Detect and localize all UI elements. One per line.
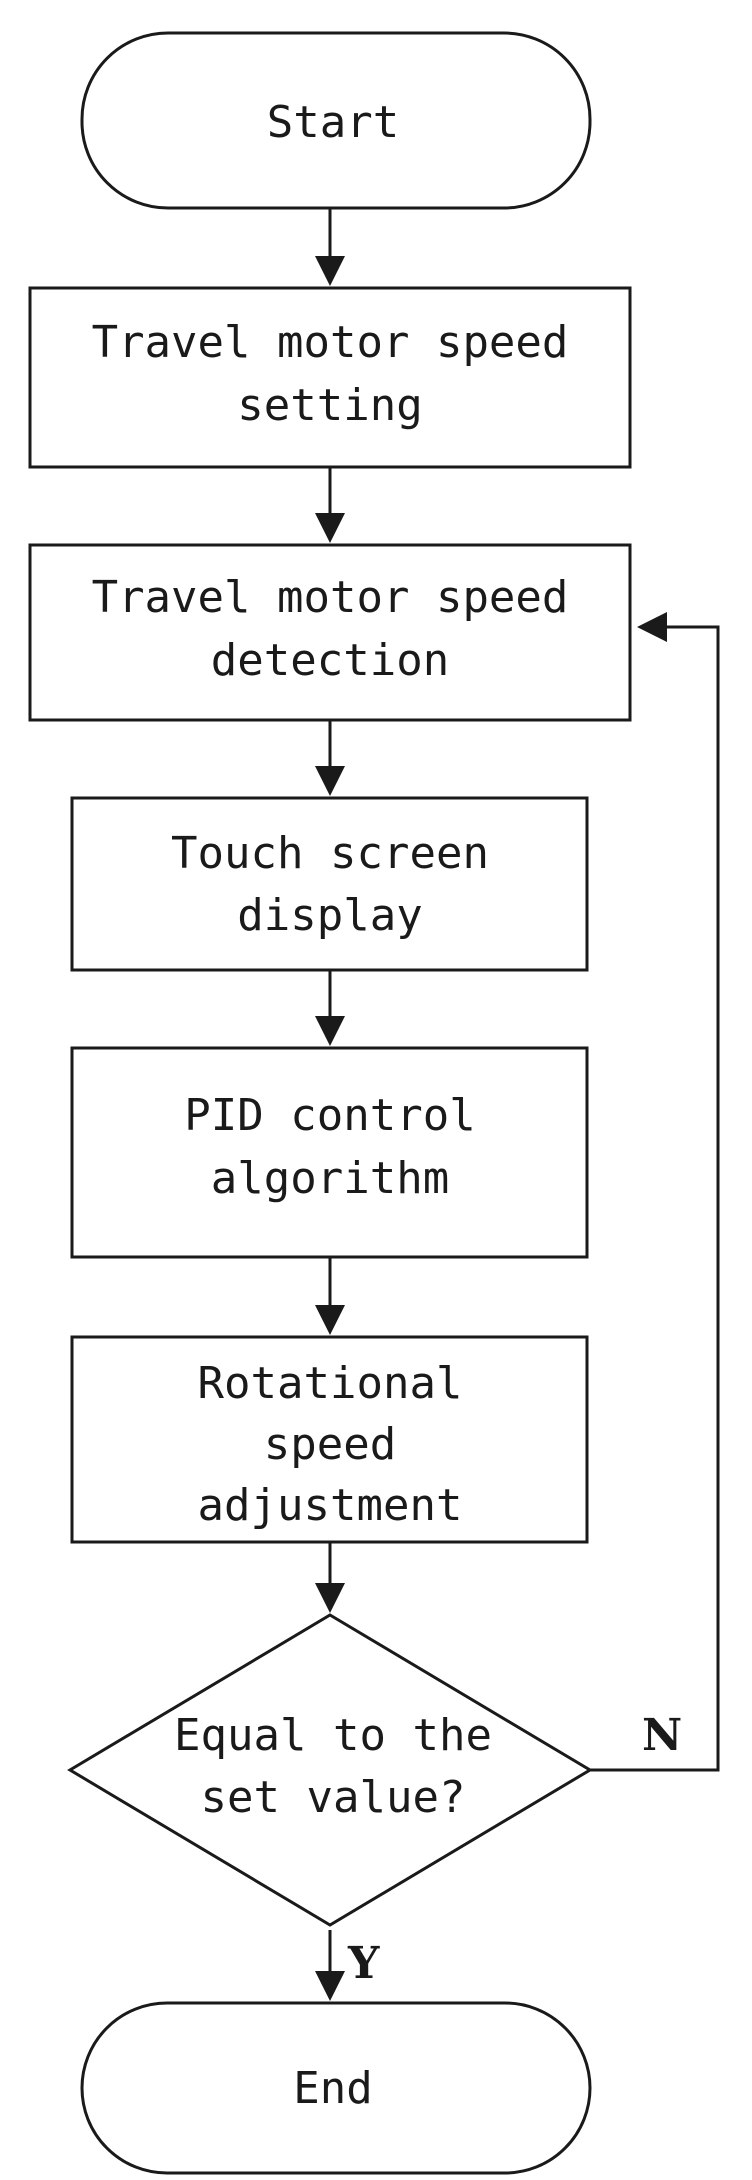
speed-detection-box bbox=[28, 543, 632, 722]
equal-check-label-line-2: set value? bbox=[201, 1772, 466, 1823]
speed-adjustment-node: Rotational speed adjustment bbox=[70, 1335, 589, 1544]
equal-check-diamond bbox=[67, 1613, 593, 1927]
touch-display-label-line-2: display bbox=[237, 890, 422, 941]
start-terminal-shape bbox=[80, 31, 592, 210]
start-node: Start bbox=[80, 31, 592, 210]
pid-control-label-line-1: PID control bbox=[184, 1090, 475, 1141]
equal-check-label-line-1: Equal to the bbox=[174, 1710, 492, 1761]
end-node: End bbox=[80, 2001, 592, 2175]
touch-display-node: Touch screen display bbox=[70, 796, 589, 972]
speed-detection-label-line-1: Travel motor speed bbox=[92, 572, 569, 623]
touch-display-box bbox=[70, 796, 589, 972]
speed-detection-label-line-2: detection bbox=[211, 635, 449, 686]
pid-control-node: PID control algorithm bbox=[70, 1046, 589, 1259]
speed-setting-label-line-1: Travel motor speed bbox=[92, 317, 569, 368]
end-label: End bbox=[293, 2063, 372, 2114]
touch-display-label-line-1: Touch screen bbox=[171, 828, 489, 879]
speed-adjustment-label-line-3: adjustment bbox=[198, 1480, 463, 1531]
edge-label-yes: Y bbox=[347, 1938, 380, 1989]
speed-adjustment-label-line-2: speed bbox=[264, 1419, 396, 1470]
speed-adjustment-box bbox=[70, 1335, 589, 1544]
end-terminal-shape bbox=[80, 2001, 592, 2175]
arrow-decision-no-loop bbox=[590, 612, 720, 1772]
connectors bbox=[315, 208, 720, 2001]
speed-setting-box bbox=[28, 286, 632, 469]
start-label: Start bbox=[267, 97, 399, 148]
pid-control-box bbox=[70, 1046, 589, 1259]
pid-control-label-line-2: algorithm bbox=[211, 1153, 449, 1204]
speed-setting-label-line-2: setting bbox=[237, 380, 422, 431]
speed-detection-node: Travel motor speed detection bbox=[28, 543, 632, 722]
speed-adjustment-label-line-1: Rotational bbox=[198, 1358, 463, 1409]
speed-setting-node: Travel motor speed setting bbox=[28, 286, 632, 469]
edge-label-no: N bbox=[642, 1710, 682, 1761]
equal-check-node: Equal to the set value? bbox=[67, 1613, 593, 1927]
